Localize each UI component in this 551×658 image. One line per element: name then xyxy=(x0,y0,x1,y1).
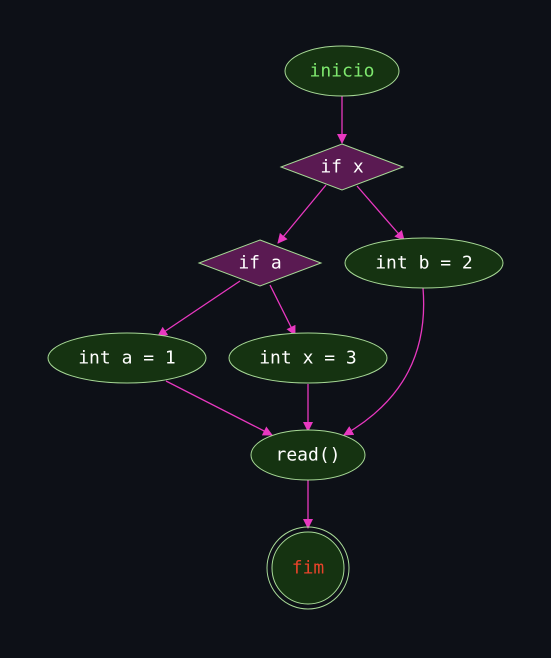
edge-int-a-to-read xyxy=(165,380,273,436)
node-int-b: int b = 2 xyxy=(344,237,504,289)
node-int-a-label: int a = 1 xyxy=(78,348,176,369)
edge-if-x-to-int-b xyxy=(356,185,405,241)
nodes: inicio if x if a int b = 2 int a = 1 int… xyxy=(47,45,504,610)
node-if-x-label: if x xyxy=(320,157,364,178)
node-int-b-label: int b = 2 xyxy=(375,253,473,274)
node-fim: fim xyxy=(266,526,350,610)
node-read-label: read() xyxy=(275,445,340,466)
node-fim-label: fim xyxy=(292,558,325,579)
node-inicio-label: inicio xyxy=(309,61,374,82)
node-if-x: if x xyxy=(279,143,405,191)
edge-if-x-to-if-a xyxy=(277,184,327,244)
edge-int-b-to-read xyxy=(343,287,425,436)
edge-if-a-to-int-x xyxy=(269,284,296,336)
node-if-a-label: if a xyxy=(238,253,281,274)
edges xyxy=(157,96,425,529)
node-read: read() xyxy=(250,429,366,481)
node-inicio: inicio xyxy=(284,45,400,97)
node-int-x: int x = 3 xyxy=(228,332,388,384)
edge-if-a-to-int-a xyxy=(157,280,241,337)
node-if-a: if a xyxy=(197,239,323,287)
node-int-x-label: int x = 3 xyxy=(259,348,357,369)
node-int-a: int a = 1 xyxy=(47,332,207,384)
